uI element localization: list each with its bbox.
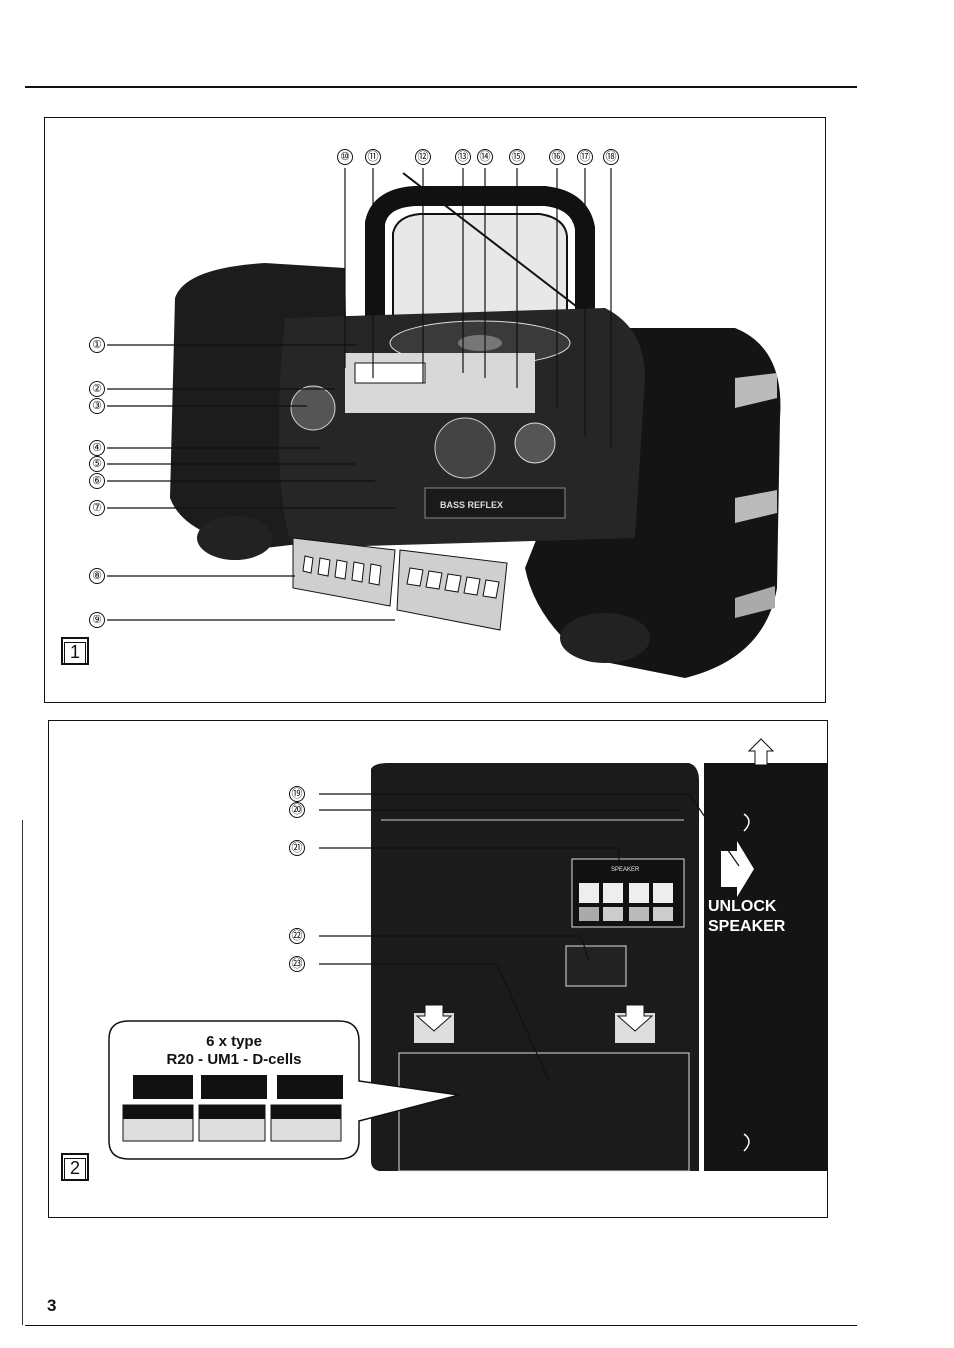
callout-2: ② — [89, 381, 105, 397]
callout-15: ⑮ — [509, 149, 525, 165]
unlock-label-line1: UNLOCK — [708, 898, 777, 915]
callout-3: ③ — [89, 398, 105, 414]
callout-12: ⑫ — [415, 149, 431, 165]
unlock-label-line2: SPEAKER — [708, 918, 786, 935]
callout-20: ⑳ — [289, 802, 305, 818]
battery-type-line2: R20 - UM1 - D-cells — [166, 1051, 302, 1068]
page-number: 3 — [47, 1296, 57, 1315]
callout-9: ⑨ — [89, 612, 105, 628]
battery-compartment-illustration: SPEAKER — [108, 738, 827, 1172]
bottom-rule — [25, 1325, 857, 1326]
callout-7: ⑦ — [89, 500, 105, 516]
callout-1: ① — [89, 337, 105, 353]
callout-16: ⑯ — [549, 149, 565, 165]
figure-2-number-text: 2 — [64, 1158, 86, 1180]
callout-17: ⑰ — [577, 149, 593, 165]
figure-2-panel: SPEAKER ⑲ ⑳ ㉑ ㉒ — [48, 720, 828, 1218]
callout-6: ⑥ — [89, 473, 105, 489]
callout-21: ㉑ — [289, 840, 305, 856]
figure-1-panel: BASS REFLEX — [44, 117, 826, 703]
figure-1-number-text: 1 — [64, 642, 86, 664]
boombox-illustration: BASS REFLEX — [107, 168, 781, 678]
figure-1-number: 1 — [61, 637, 89, 665]
svg-text:SPEAKER: SPEAKER — [611, 867, 640, 873]
svg-text:BASS REFLEX: BASS REFLEX — [440, 500, 503, 510]
callout-11: ⑪ — [365, 149, 381, 165]
callout-5: ⑤ — [89, 456, 105, 472]
battery-type-line1: 6 x type — [206, 1033, 262, 1050]
callout-23: ㉓ — [289, 956, 305, 972]
callout-19: ⑲ — [289, 786, 305, 802]
callout-18: ⑱ — [603, 149, 619, 165]
top-rule — [25, 86, 857, 88]
callout-22: ㉒ — [289, 928, 305, 944]
callout-10: ⑩ — [337, 149, 353, 165]
unlock-speaker-label: UNLOCK SPEAKER — [708, 897, 785, 937]
battery-type-label: 6 x type R20 - UM1 - D-cells — [109, 1033, 359, 1069]
left-margin-line — [22, 820, 23, 1325]
callout-4: ④ — [89, 440, 105, 456]
callout-8: ⑧ — [89, 568, 105, 584]
callout-14: ⑭ — [477, 149, 493, 165]
figure-2-number: 2 — [61, 1153, 89, 1181]
callout-13: ⑬ — [455, 149, 471, 165]
